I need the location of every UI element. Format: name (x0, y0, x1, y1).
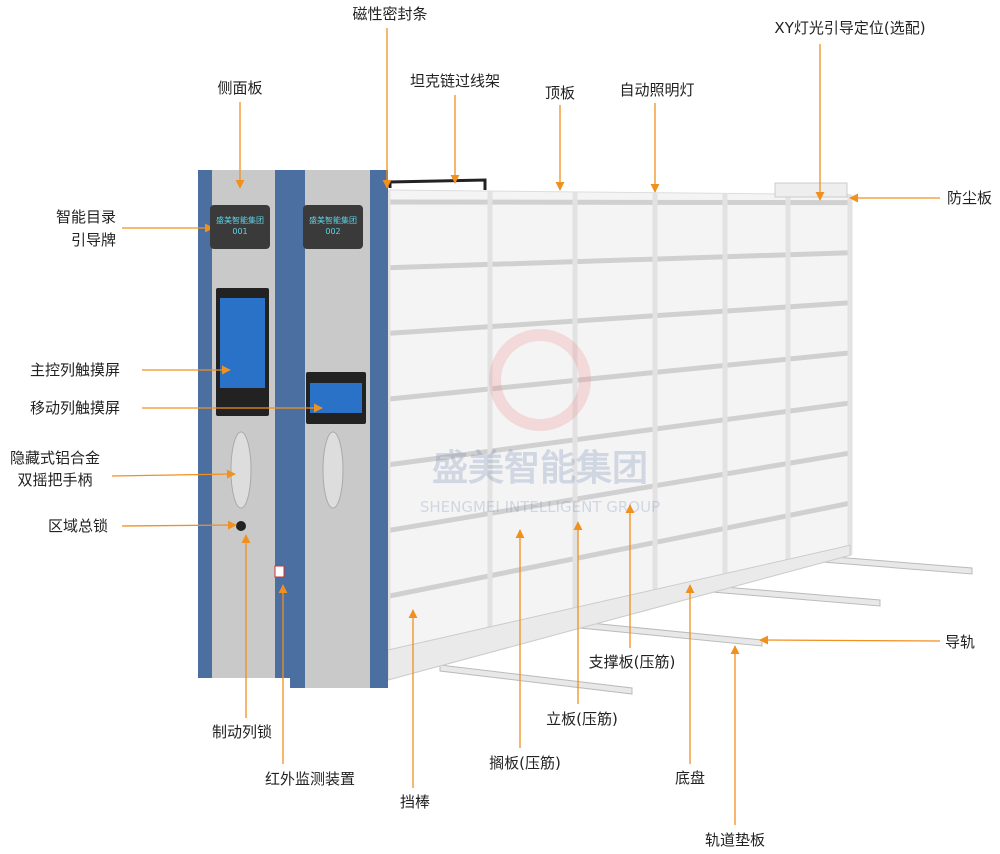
shelf-board (387, 500, 851, 599)
label-handle-2: 双摇把手柄 (17, 471, 93, 489)
label-dust-plate: 防尘板 (947, 189, 993, 207)
main-column-panel (198, 170, 290, 678)
label-directory-sign-1: 智能目录 (55, 208, 116, 226)
label-rail: 导轨 (945, 633, 976, 651)
label-top-plate: 顶板 (544, 84, 576, 102)
directory-sign-001: 盛美智能集团 001 (210, 205, 270, 249)
shelf-board (387, 199, 851, 206)
label-auto-light: 自动照明灯 (619, 81, 695, 99)
label-shelf: 搁板(压筋) (489, 754, 561, 772)
handle[interactable] (230, 431, 252, 509)
callout-arrows (111, 28, 941, 825)
label-xy-light-guide: XY灯光引导定位(选配) (774, 19, 926, 37)
sign-company: 盛美智能集团 (216, 216, 264, 225)
label-tank-chain: 坦克链过线架 (409, 72, 501, 90)
label-directory-sign-2: 引导牌 (70, 231, 116, 249)
sign-number: 001 (232, 227, 248, 236)
mobile-column-panel (274, 170, 388, 688)
watermark-logo: 盛美智能集团 SHENGMEI INTELLIGENT GROUP (420, 329, 660, 516)
label-main-touchscreen: 主控列触摸屏 (30, 361, 121, 379)
label-stop-bar: 挡棒 (399, 793, 431, 811)
svg-text:盛美智能集团: 盛美智能集团 (432, 448, 648, 489)
rails (439, 554, 973, 695)
label-magnetic-seal: 磁性密封条 (352, 5, 428, 23)
dust-plate (774, 182, 848, 198)
shelf-board (387, 350, 851, 402)
label-mobile-touchscreen: 移动列触摸屏 (30, 399, 121, 417)
label-area-lock: 区域总锁 (48, 517, 109, 535)
label-brake-lock: 制动列锁 (211, 723, 273, 741)
svg-text:SHENGMEI INTELLIGENT GROUP: SHENGMEI INTELLIGENT GROUP (420, 498, 660, 516)
area-lock[interactable] (236, 521, 246, 531)
shelf-board (387, 450, 851, 534)
shelf-board (387, 250, 851, 271)
label-handle-1: 隐藏式铝合金 (9, 449, 101, 467)
sign-company: 盛美智能集团 (309, 216, 357, 225)
tank-chain (388, 178, 487, 190)
sign-number: 002 (325, 227, 341, 236)
shelf-board (387, 400, 851, 468)
directory-sign-002: 盛美智能集团 002 (303, 205, 363, 249)
label-upright: 立板(压筋) (546, 710, 618, 728)
label-infrared: 红外监测装置 (264, 770, 356, 788)
label-rail-pad: 轨道垫板 (704, 831, 766, 849)
handle[interactable] (322, 431, 344, 509)
infrared-sensor (274, 565, 285, 578)
shelving-unit (385, 189, 853, 681)
shelf-board (387, 300, 851, 336)
label-side-panel: 侧面板 (217, 79, 263, 97)
label-support: 支撑板(压筋) (588, 653, 676, 671)
label-chassis: 底盘 (674, 769, 706, 787)
